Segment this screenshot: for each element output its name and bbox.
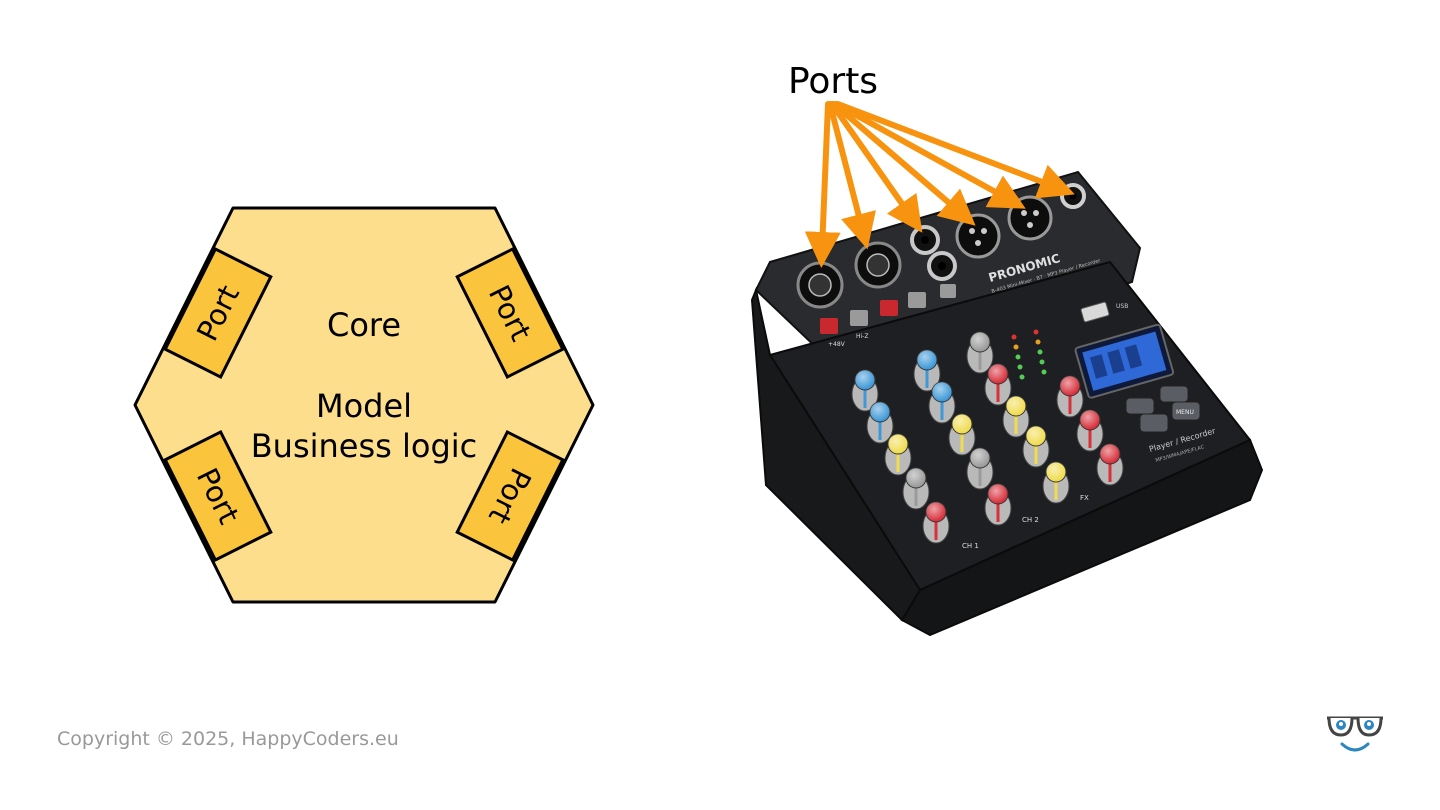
mixer-knob xyxy=(1076,409,1104,452)
port-arrow-3 xyxy=(829,101,923,233)
mixer-knob xyxy=(922,501,950,544)
level-meter xyxy=(1011,329,1047,380)
phantom-power-switch-1 xyxy=(820,318,838,334)
mixer-knob xyxy=(948,413,976,456)
hiz-switch-1 xyxy=(850,310,868,326)
glasses-icon xyxy=(1327,716,1383,737)
mixer-knob xyxy=(1022,425,1050,468)
play-button xyxy=(1139,413,1169,433)
xlr-combo-jack-2 xyxy=(854,241,902,289)
port-arrow-5 xyxy=(833,101,1026,209)
next-button xyxy=(1159,385,1189,403)
mixer-knob xyxy=(928,381,956,424)
usb-port xyxy=(1080,301,1110,323)
xlr-combo-jack-1 xyxy=(796,261,844,309)
smile-icon xyxy=(1340,742,1370,752)
prev-button xyxy=(1125,397,1155,415)
business-logic-label: Business logic xyxy=(251,427,478,465)
port-lower-left: Port xyxy=(163,430,273,562)
port-arrow-2 xyxy=(827,101,876,250)
hiz-switch-3 xyxy=(940,284,956,298)
port-arrow-6 xyxy=(835,101,1075,199)
port-arrow-4 xyxy=(831,101,976,226)
mixer-knob xyxy=(1096,443,1124,486)
jack-input-2 xyxy=(927,251,957,281)
hexagon-diagram: Core Model Business logic Port Port Port… xyxy=(133,206,595,604)
headphone-jack xyxy=(1060,183,1086,209)
fx-label: FX xyxy=(1080,494,1089,502)
mixer-knob xyxy=(902,467,930,510)
mixer-knob xyxy=(1042,461,1070,504)
phantom-power-label: +48V xyxy=(828,341,846,348)
mixer-knob xyxy=(966,447,994,490)
mixer-knob xyxy=(884,433,912,476)
mixer-knob xyxy=(966,331,994,374)
port-arrows xyxy=(804,101,1075,268)
channel-2-label: CH 2 xyxy=(1022,516,1039,524)
port-upper-left: Port xyxy=(163,247,273,379)
mixer-figure: +48V Hi-Z PRONOMIC B-403 Mini-Mixer · BT… xyxy=(750,61,1264,637)
phantom-power-switch-2 xyxy=(880,300,898,316)
core-label: Core xyxy=(327,306,401,344)
mixer-knob xyxy=(984,363,1012,406)
port-arrow-1 xyxy=(804,101,841,268)
menu-label: MENU xyxy=(1176,409,1194,416)
xlr-output-right xyxy=(1007,195,1053,241)
menu-button xyxy=(1171,401,1201,421)
mixer-knob xyxy=(1056,375,1084,418)
mixer-knob xyxy=(913,349,941,392)
mixer-knob xyxy=(866,401,894,444)
mixer-knobs xyxy=(851,331,1124,544)
mixer-knob xyxy=(1002,395,1030,438)
mixer-knob xyxy=(851,369,879,412)
model-label: Model xyxy=(316,387,412,425)
happycoders-logo xyxy=(1327,716,1383,752)
hiz-switch-2 xyxy=(908,292,926,308)
port-upper-right: Port xyxy=(455,247,565,379)
audio-mixer-device: +48V Hi-Z PRONOMIC B-403 Mini-Mixer · BT… xyxy=(750,170,1264,637)
lcd-display xyxy=(1074,323,1175,399)
channel-1-label: CH 1 xyxy=(962,542,979,550)
mixer-left-side xyxy=(750,286,922,622)
usb-label: USB xyxy=(1116,303,1128,310)
port-lower-right: Port xyxy=(455,430,565,562)
hiz-label: Hi-Z xyxy=(856,333,868,340)
jack-input-1 xyxy=(910,225,940,255)
ports-label: Ports xyxy=(788,61,878,102)
xlr-output-left xyxy=(955,213,1001,259)
footer-copyright: Copyright © 2025, HappyCoders.eu xyxy=(57,728,399,750)
mixer-knob xyxy=(984,483,1012,526)
